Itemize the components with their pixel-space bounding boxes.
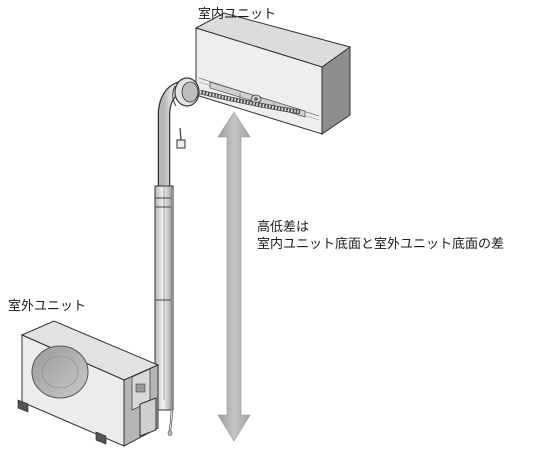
indoor-unit-label: 室内ユニット — [198, 7, 277, 22]
drain-hose — [199, 89, 301, 115]
height-note-line-2: 室内ユニット底面と室外ユニット底面の差 — [257, 237, 505, 252]
outdoor-unit — [17, 320, 160, 447]
indoor-unit — [194, 12, 352, 135]
wall-sleeve — [172, 77, 200, 107]
outdoor-unit-label: 室外ユニット — [8, 299, 87, 314]
height-note-line-1: 高低差は — [257, 220, 310, 235]
refrigerant-piping — [154, 79, 189, 436]
height-difference-arrow — [217, 111, 251, 442]
height-difference-note: 高低差は 室内ユニット底面と室外ユニット底面の差 — [257, 219, 504, 253]
